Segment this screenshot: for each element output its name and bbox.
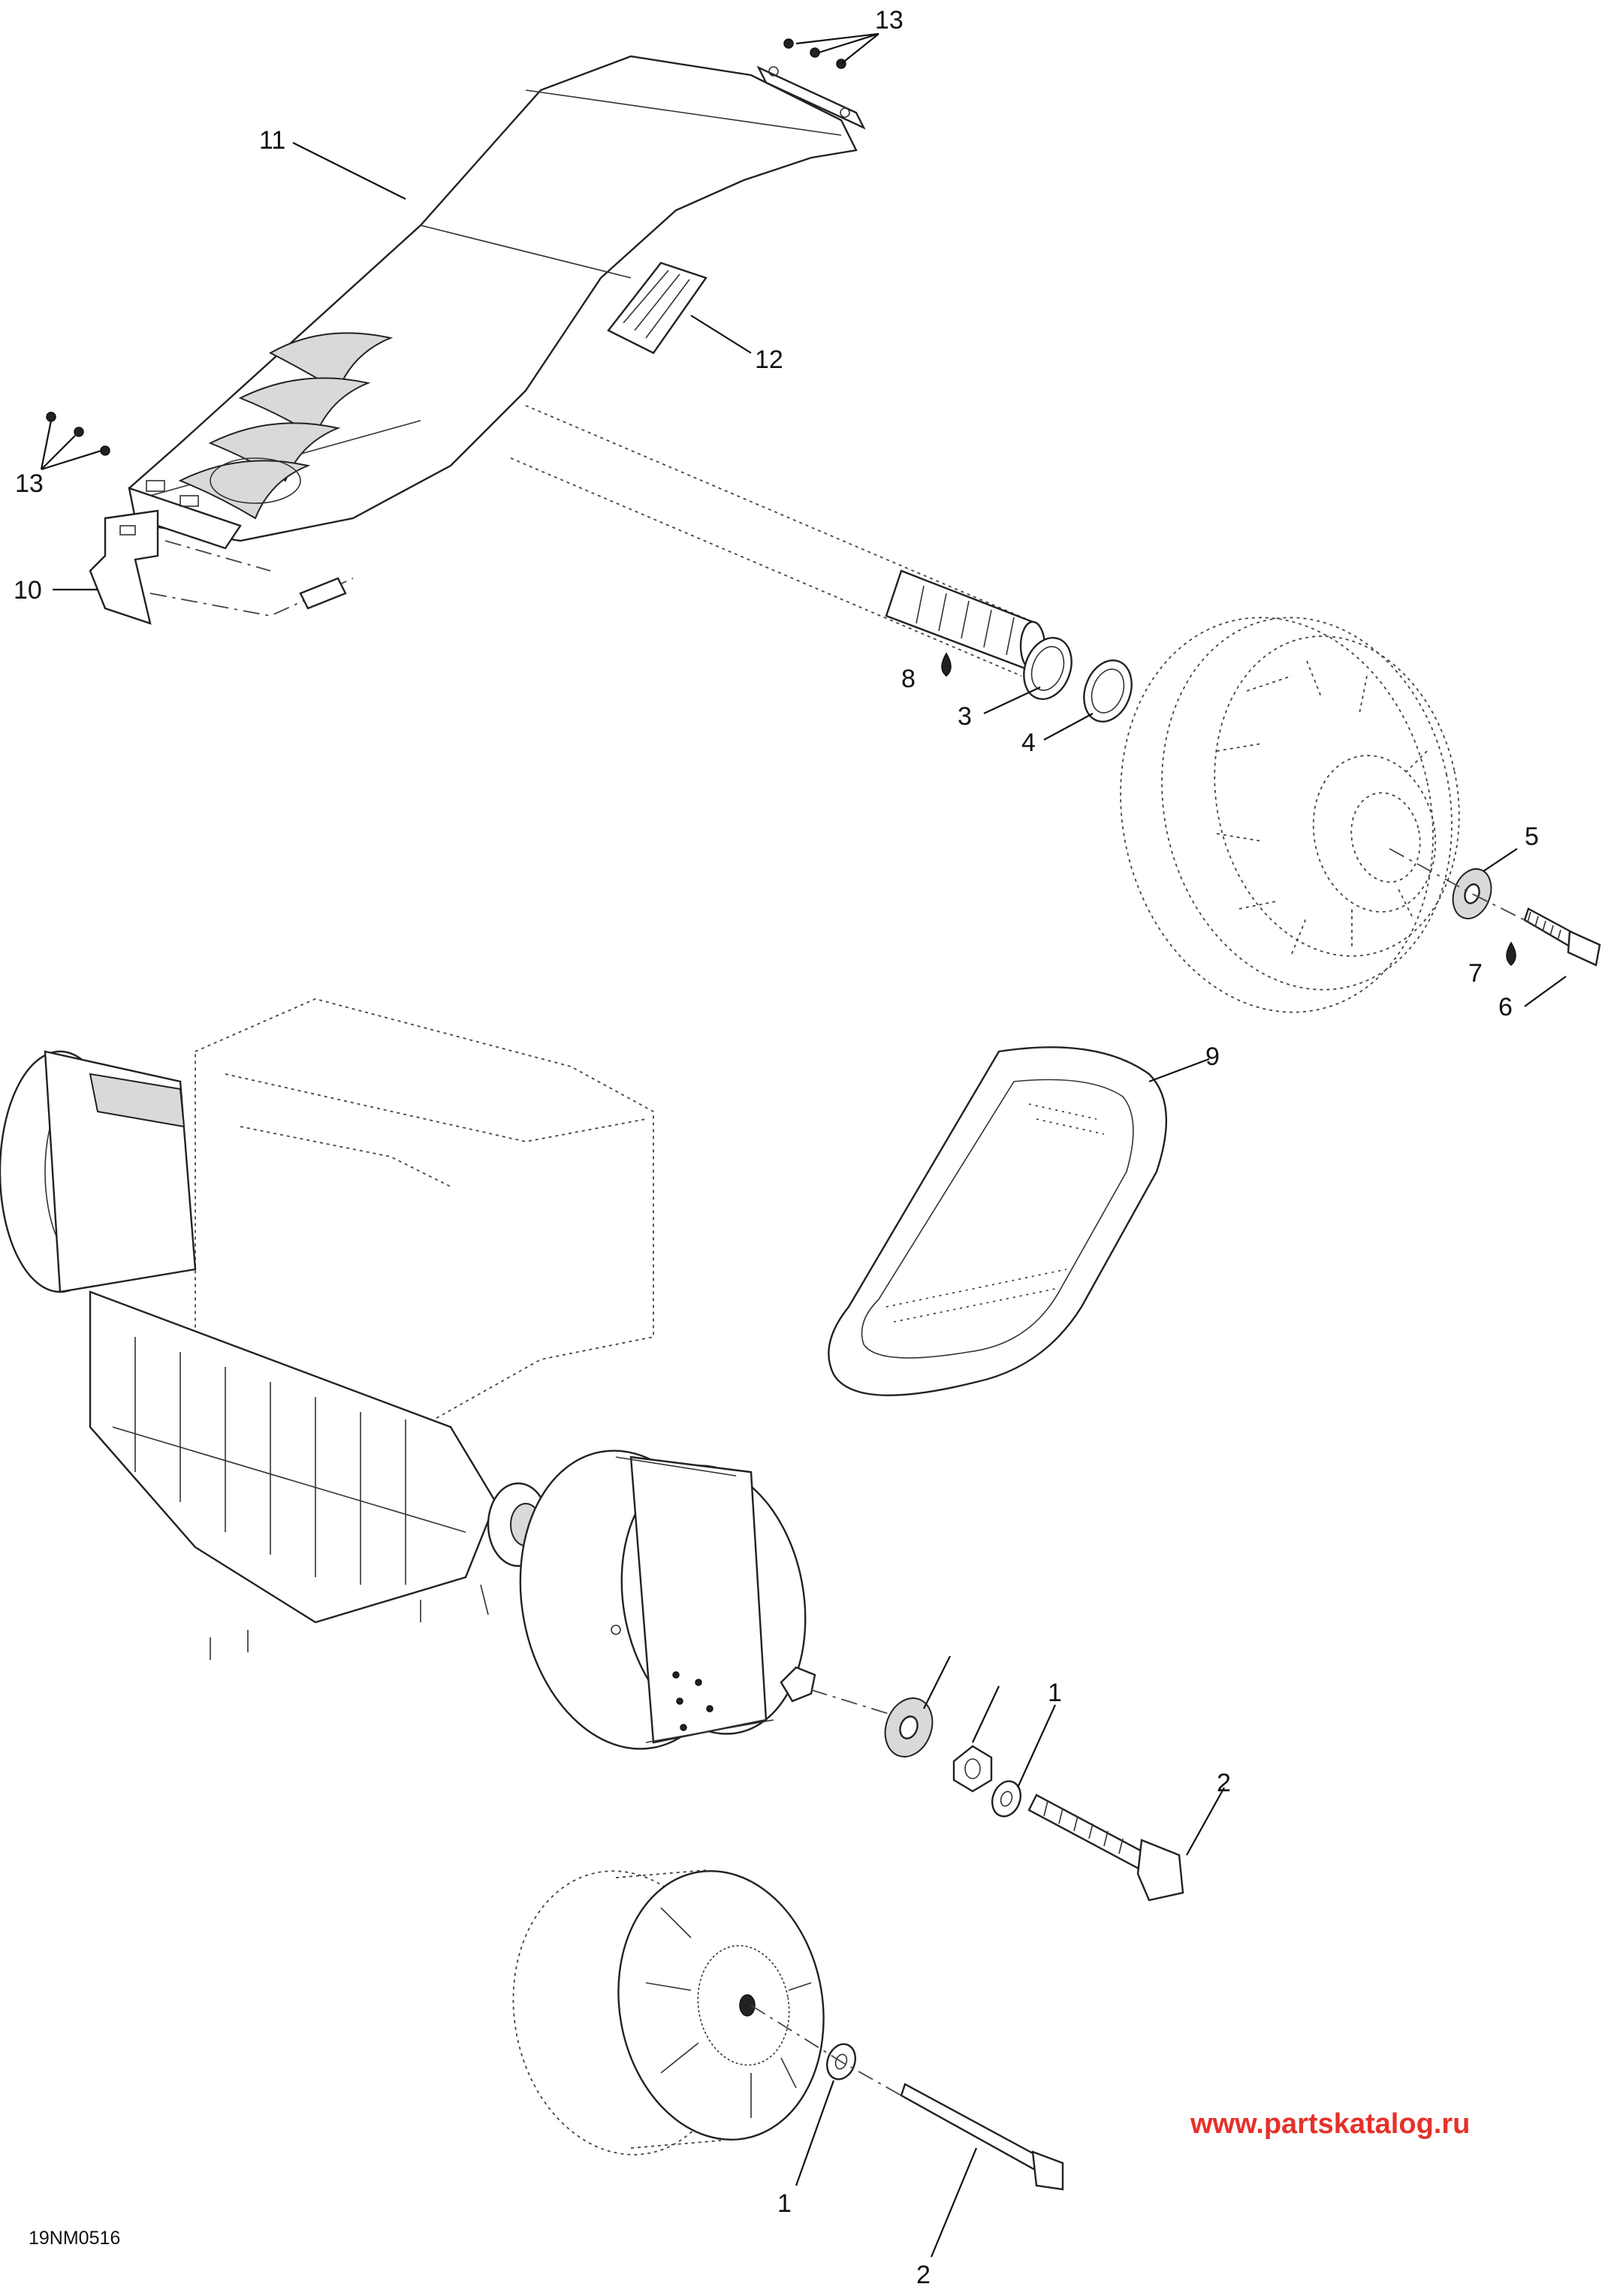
- callout-6: 6: [1498, 993, 1513, 1021]
- callout-12: 12: [755, 345, 783, 374]
- callout-5: 5: [1525, 822, 1539, 851]
- callout-4: 4: [1021, 729, 1036, 757]
- bolt-icon: [900, 2083, 1064, 2191]
- belt-guard-icon: [128, 55, 866, 550]
- push-nut-icon: [46, 38, 846, 456]
- callout-9: 9: [1205, 1042, 1220, 1071]
- lock-washer-icon: [991, 1780, 1022, 1818]
- callout-13: 13: [875, 6, 904, 35]
- callout-3: 3: [958, 702, 972, 731]
- driven-pulley-icon: [1120, 617, 1460, 1013]
- callout-13: 13: [15, 469, 44, 498]
- washer-icon: [884, 1697, 934, 1757]
- washer-icon: [1452, 868, 1492, 919]
- shaft-icon: [510, 405, 1046, 677]
- drawing-code: 19NM0516: [29, 2228, 120, 2249]
- callout-11: 11: [259, 126, 285, 155]
- callout-10: 10: [14, 576, 42, 605]
- engine-icon: [0, 998, 654, 1660]
- bracket-icon: [89, 509, 354, 625]
- callout-2: 2: [1217, 1769, 1231, 1797]
- callout-7: 7: [1468, 959, 1483, 988]
- bolt-icon: [1523, 907, 1601, 967]
- leader-lines: [40, 32, 1567, 2258]
- bolt-icon: [1027, 1794, 1184, 1902]
- nut-icon: [952, 1745, 993, 1793]
- ring-3-icon: [1023, 637, 1073, 700]
- callout-2: 2: [916, 2261, 931, 2289]
- callout-1: 1: [1048, 1679, 1062, 1707]
- callout-1: 1: [777, 2189, 792, 2218]
- ring-4-icon: [1083, 659, 1133, 723]
- oil-drop-icon: [1506, 941, 1516, 966]
- decal-icon: [607, 261, 707, 355]
- drive-pulley-icon: [519, 1450, 816, 1750]
- callout-8: 8: [901, 665, 916, 693]
- pulley-icon: [512, 1869, 825, 2156]
- watermark: www.partskatalog.ru: [1190, 2108, 1470, 2140]
- belt-icon: [828, 1046, 1167, 1396]
- oil-drop-icon: [941, 652, 952, 677]
